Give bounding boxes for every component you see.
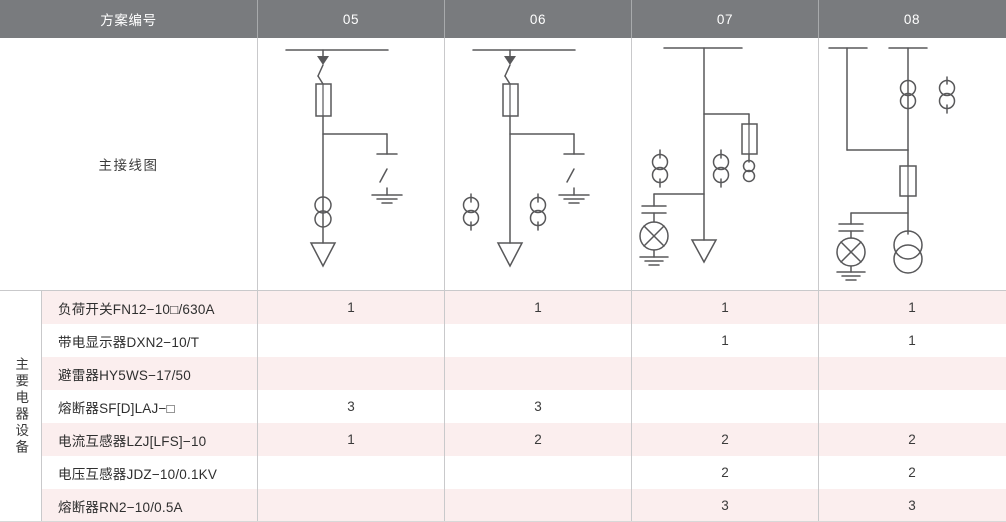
header-scheme-06: 06 [445, 0, 632, 38]
qty-07 [632, 390, 819, 423]
table-header-row: 方案编号 05 06 07 08 [0, 0, 1006, 38]
qty-07: 3 [632, 489, 819, 522]
qty-06: 2 [445, 423, 632, 456]
qty-07 [632, 357, 819, 390]
qty-08: 2 [908, 432, 916, 447]
equipment-name: 负荷开关FN12−10□/630A [42, 291, 258, 324]
table-row: 电流互感器LZJ[LFS]−10 1 2 2 2 [42, 423, 1006, 456]
qty-06 [445, 456, 632, 489]
wiring-diagram-08 [819, 38, 1005, 290]
main-wiring-diagram-label: 主接线图 [0, 38, 258, 290]
qty-06 [445, 489, 632, 522]
qty-05: 3 [258, 390, 445, 423]
qty-07: 2 [632, 456, 819, 489]
equipment-group-header: 主要电器设备 [0, 291, 42, 522]
header-scheme-label: 方案编号 [0, 0, 258, 38]
qty-05: 1 [258, 291, 445, 324]
qty-06: 3 [445, 390, 632, 423]
table-row: 电压互感器JDZ−10/0.1KV 2 2 [42, 456, 1006, 489]
qty-05 [258, 489, 445, 522]
qty-05 [258, 324, 445, 357]
qty-08: 3 [908, 498, 916, 513]
header-scheme-05: 05 [258, 0, 445, 38]
header-scheme-07: 07 [632, 0, 819, 38]
equipment-name: 电压互感器JDZ−10/0.1KV [42, 456, 258, 489]
diagram-table-divider [0, 290, 1006, 291]
equipment-group-label: 主要电器设备 [13, 357, 29, 456]
qty-05 [258, 357, 445, 390]
qty-07: 2 [632, 423, 819, 456]
qty-08: 1 [908, 300, 916, 315]
equipment-name: 带电显示器DXN2−10/T [42, 324, 258, 357]
qty-06 [445, 357, 632, 390]
equipment-name: 电流互感器LZJ[LFS]−10 [42, 423, 258, 456]
main-wiring-diagram-row: 主接线图 [0, 38, 1006, 290]
equipment-name: 避雷器HY5WS−17/50 [42, 357, 258, 390]
qty-07: 1 [632, 324, 819, 357]
equipment-name: 熔断器SF[D]LAJ−□ [42, 390, 258, 423]
qty-08 [819, 357, 1005, 390]
wiring-diagram-06 [445, 38, 632, 290]
equipment-name: 熔断器RN2−10/0.5A [42, 489, 258, 522]
qty-08 [819, 390, 1005, 423]
schematic-06-svg [462, 49, 590, 268]
qty-05 [258, 456, 445, 489]
schematic-05-svg [285, 49, 403, 268]
table-row: 熔断器RN2−10/0.5A 3 3 [42, 489, 1006, 522]
table-row: 避雷器HY5WS−17/50 [42, 357, 1006, 390]
wiring-diagram-07 [632, 38, 819, 290]
equipment-rows: 负荷开关FN12−10□/630A 1 1 1 1 带电显示器DXN2−10/T… [42, 291, 1006, 522]
qty-05: 1 [258, 423, 445, 456]
table-row: 熔断器SF[D]LAJ−□ 3 3 [42, 390, 1006, 423]
schematic-07-svg [639, 47, 758, 266]
header-scheme-08: 08 [903, 11, 921, 27]
qty-08: 1 [908, 333, 916, 348]
table-row: 带电显示器DXN2−10/T 1 1 [42, 324, 1006, 357]
qty-08: 2 [908, 465, 916, 480]
qty-06: 1 [445, 291, 632, 324]
schematic-08-svg [828, 47, 956, 281]
wiring-diagram-05 [258, 38, 445, 290]
qty-07: 1 [632, 291, 819, 324]
table-row: 负荷开关FN12−10□/630A 1 1 1 1 [42, 291, 1006, 324]
equipment-table: 主要电器设备 负荷开关FN12−10□/630A 1 1 1 1 带电显示器DX… [0, 291, 1006, 522]
qty-06 [445, 324, 632, 357]
